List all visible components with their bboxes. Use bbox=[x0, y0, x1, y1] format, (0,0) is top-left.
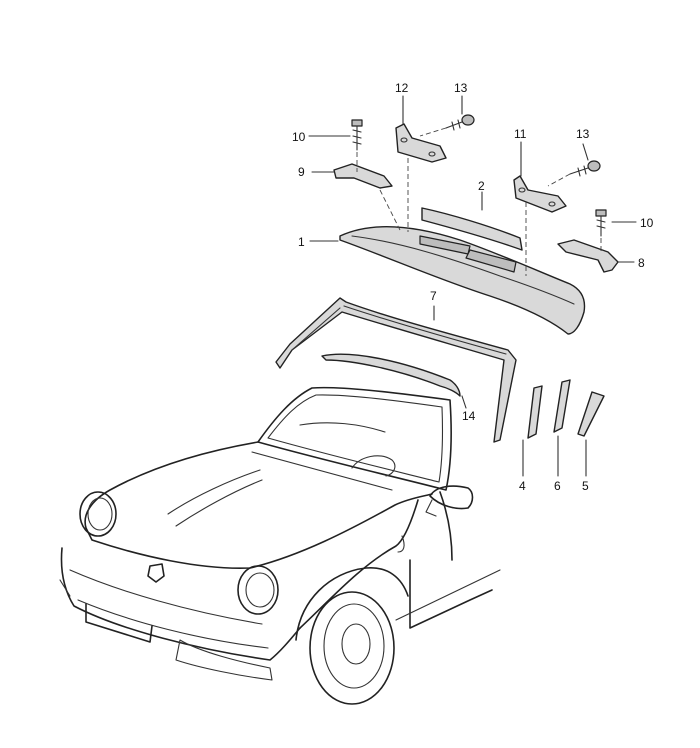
callout-1: 1 bbox=[298, 235, 305, 249]
front-wheel bbox=[309, 591, 395, 705]
callout-11: 11 bbox=[514, 127, 527, 141]
front-fender bbox=[299, 499, 419, 629]
callout-2: 2 bbox=[478, 179, 485, 193]
screw-13-right bbox=[569, 160, 601, 177]
part-2-strip bbox=[421, 207, 523, 251]
part-5-strip bbox=[577, 391, 605, 437]
headlight-left bbox=[79, 491, 117, 537]
callout-12: 12 bbox=[395, 81, 409, 95]
callout-6: 6 bbox=[554, 479, 561, 493]
callout-9: 9 bbox=[298, 165, 305, 179]
car-body bbox=[59, 386, 501, 705]
callout-5: 5 bbox=[582, 479, 589, 493]
callout-8: 8 bbox=[638, 256, 645, 270]
callout-10-left: 10 bbox=[292, 130, 306, 144]
hood-crease bbox=[167, 469, 263, 527]
wheel-arch bbox=[295, 567, 409, 641]
screw-10-right bbox=[595, 209, 607, 237]
callout-13-left: 13 bbox=[454, 81, 468, 95]
hood-crest bbox=[147, 563, 165, 583]
callout-14: 14 bbox=[462, 409, 476, 423]
assembly-lines bbox=[356, 127, 602, 276]
part-7-frame-seal bbox=[275, 297, 517, 443]
screw-13-left bbox=[445, 114, 475, 131]
windscreen-glass bbox=[267, 394, 444, 483]
steering-wheel bbox=[351, 455, 396, 477]
callout-10-right: 10 bbox=[640, 216, 654, 230]
callout-13-right: 13 bbox=[576, 127, 590, 141]
door-line bbox=[409, 559, 493, 629]
callout-4: 4 bbox=[519, 479, 526, 493]
part-12-bracket bbox=[395, 123, 447, 163]
screw-10-left bbox=[351, 119, 363, 151]
headlight-right bbox=[237, 565, 279, 615]
part-8-hook bbox=[557, 239, 619, 273]
part-6-strip bbox=[553, 379, 571, 433]
callout-labels: 1 2 4 5 6 7 8 9 10 10 11 12 13 13 14 bbox=[292, 81, 654, 493]
part-14-seal-strip bbox=[321, 353, 461, 397]
leader-lines bbox=[308, 95, 637, 477]
callout-7: 7 bbox=[430, 289, 437, 303]
part-9-hook bbox=[333, 163, 393, 189]
front-bumper bbox=[60, 547, 301, 661]
part-4-strip bbox=[527, 385, 543, 439]
hood bbox=[84, 441, 433, 569]
part-11-bracket bbox=[513, 175, 567, 213]
side-mirror bbox=[429, 485, 474, 510]
part-1-roof-member bbox=[339, 225, 586, 335]
windscreen-frame bbox=[257, 386, 452, 491]
